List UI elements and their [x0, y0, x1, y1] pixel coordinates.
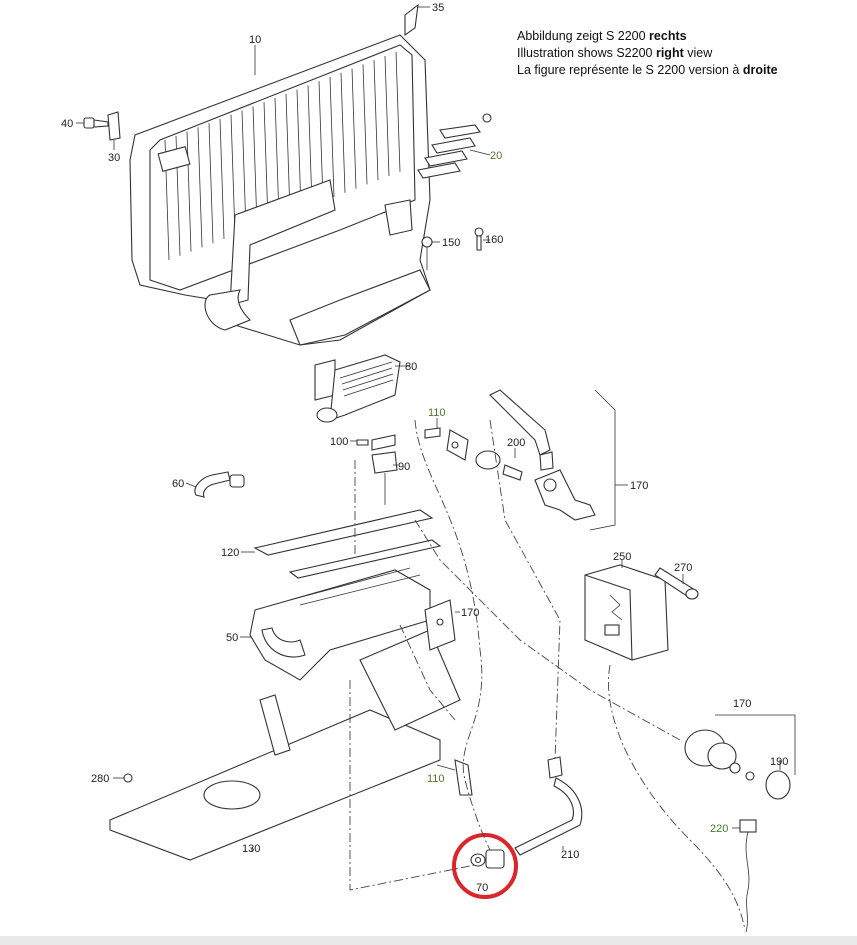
label-40: 40 — [61, 118, 73, 130]
label-70: 70 — [476, 882, 488, 894]
label-20: 20 — [490, 150, 502, 162]
cylinder-part-270 — [654, 567, 699, 600]
switch-wire-part-220 — [739, 819, 757, 933]
gas-line-part-210 — [514, 756, 583, 856]
label-35: 35 — [432, 2, 444, 14]
bar-part-120 — [253, 509, 442, 579]
bracket-part-170-middle — [424, 599, 456, 651]
tube-part-60 — [194, 471, 245, 498]
heat-exchanger-part-10 — [129, 3, 431, 346]
label-160: 160 — [485, 234, 503, 246]
nut-part-150 — [421, 236, 433, 248]
label-150: 150 — [442, 237, 460, 249]
label-190: 190 — [770, 756, 788, 768]
label-120: 120 — [221, 547, 239, 559]
electrode-part-90 — [371, 434, 398, 505]
label-130: 130 — [242, 843, 260, 855]
label-110-bottom: 110 — [427, 773, 445, 785]
label-220: 220 — [710, 823, 728, 835]
grate-part-80 — [314, 354, 401, 423]
bracket-part-30 — [107, 111, 121, 141]
assembly-lines — [349, 419, 746, 931]
label-210: 210 — [561, 849, 579, 861]
label-170-middle: 170 — [461, 607, 479, 619]
label-30: 30 — [108, 152, 120, 164]
fitting-part-70 — [470, 849, 505, 869]
label-280: 280 — [91, 773, 109, 785]
base-plate-part-130 — [109, 629, 461, 861]
highlight-circle — [452, 833, 518, 899]
gas-valve-part-170 — [489, 389, 596, 521]
part-labels: 35 10 40 30 20 150 160 80 110 100 200 90… — [61, 2, 788, 894]
caption-english: Illustration shows S2200 right view — [517, 46, 713, 60]
bottom-scroll-strip — [0, 936, 857, 945]
caption-german: Abbildung zeigt S 2200 rechts — [517, 29, 687, 43]
thermocouple-part-110 — [424, 427, 473, 796]
label-200: 200 — [507, 437, 525, 449]
label-250: 250 — [613, 551, 631, 563]
screw-part-40 — [83, 117, 109, 129]
label-270: 270 — [674, 562, 692, 574]
label-10: 10 — [249, 34, 261, 46]
label-90: 90 — [398, 461, 410, 473]
gasket-plates-part-20 — [417, 113, 492, 179]
fitting-part-200 — [475, 450, 523, 481]
label-60: 60 — [172, 478, 184, 490]
label-170-bottom: 170 — [733, 698, 751, 710]
label-110-top: 110 — [428, 407, 446, 419]
label-50: 50 — [226, 632, 238, 644]
burner-tray-part-50 — [249, 567, 431, 681]
knob-assembly-part-170 — [684, 729, 741, 774]
screw-part-100 — [356, 439, 369, 446]
screw-part-160 — [474, 227, 484, 251]
label-100: 100 — [330, 436, 348, 448]
control-box-part-250 — [584, 564, 669, 661]
caption-french: La figure représente le S 2200 version à… — [517, 63, 778, 77]
knob-part-190 — [745, 770, 791, 800]
label-170-top: 170 — [630, 480, 648, 492]
label-80: 80 — [405, 361, 417, 373]
caption: Abbildung zeigt S 2200 rechts Illustrati… — [517, 28, 778, 79]
